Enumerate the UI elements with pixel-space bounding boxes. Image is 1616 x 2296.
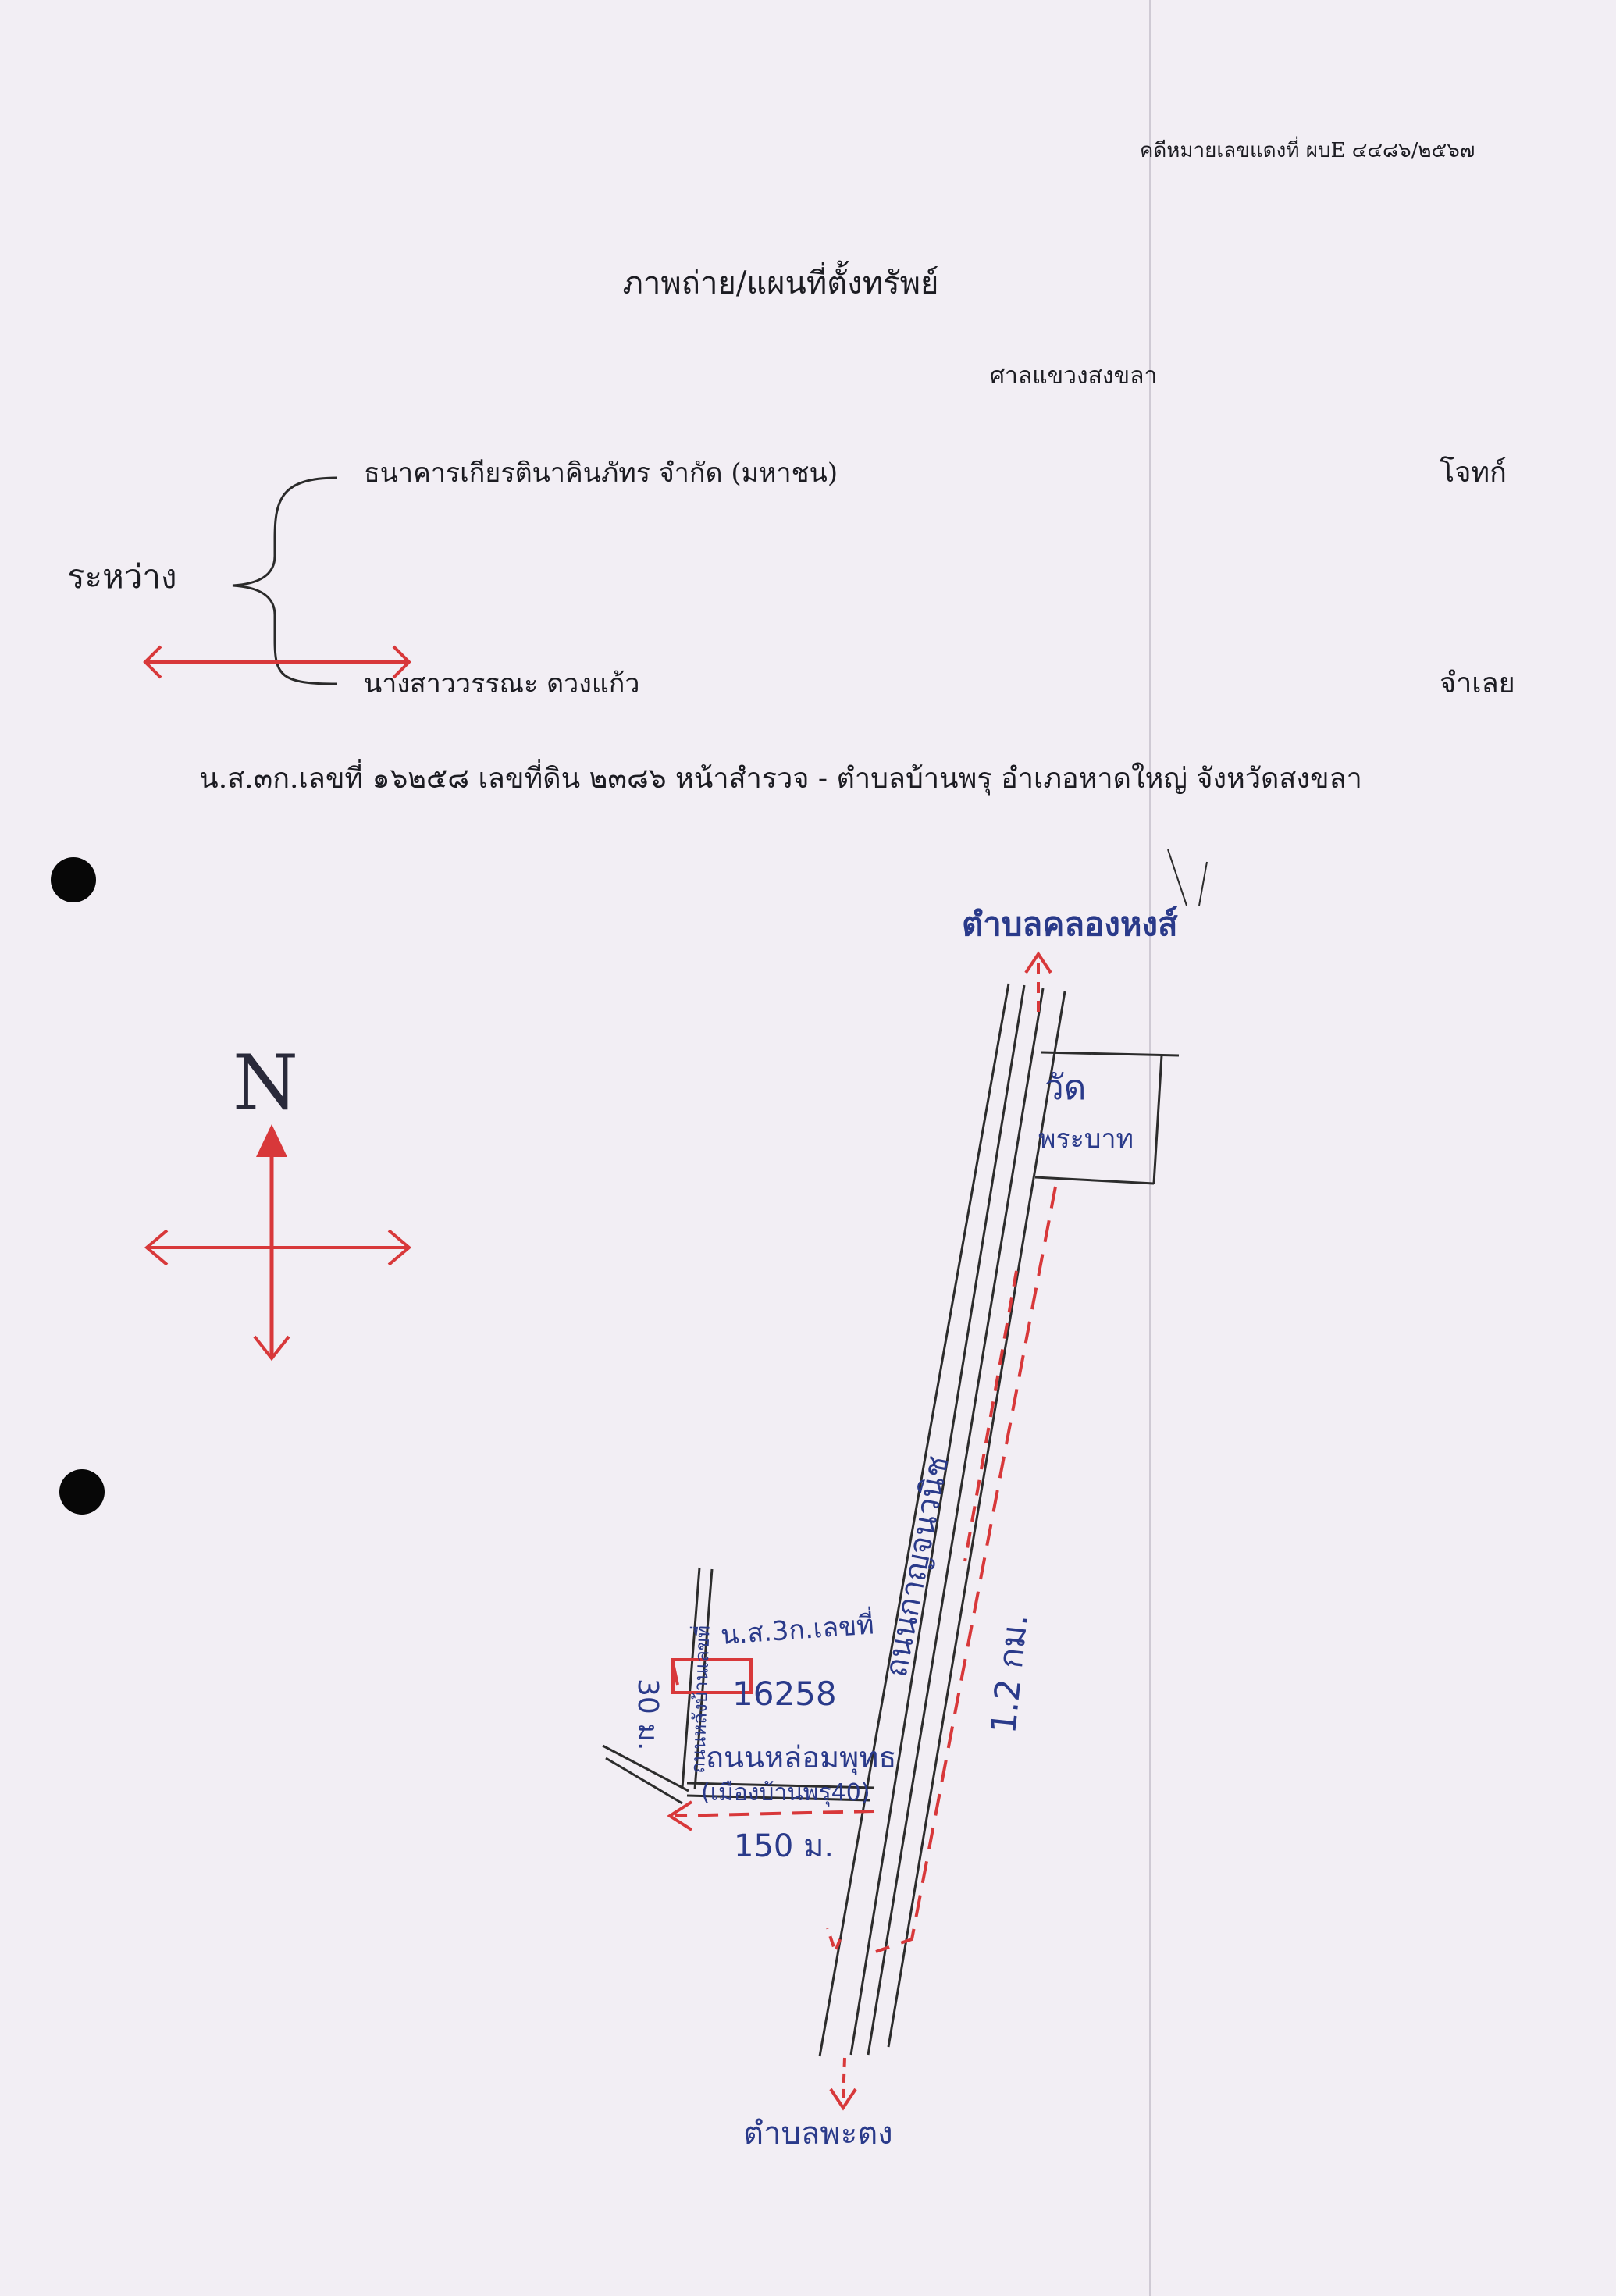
- defendant-role: จำเลย: [1440, 667, 1515, 699]
- parcel-marker: [671, 1658, 753, 1694]
- defendant-name: นางสาววรรณะ ดวงแก้ว: [364, 668, 640, 699]
- temple-label-1: วัด: [1045, 1068, 1086, 1108]
- property-parcel: [602, 1567, 875, 1805]
- temple-building: [1034, 1051, 1180, 1185]
- plaintiff-role: โจทก์: [1440, 457, 1507, 489]
- width-label: 30 ม.: [632, 1678, 664, 1750]
- route-side-arrow-head: [667, 1800, 693, 1831]
- punch-hole-top: [51, 857, 96, 902]
- deed-description: น.ส.๓ก.เลขที่ ๑๖๒๕๘ เลขที่ดิน ๒๓๘๖ หน้าส…: [199, 763, 1362, 795]
- route-dashed-main: [875, 1186, 1057, 1953]
- compass-rose: [143, 645, 411, 1358]
- north-road-arrow-head: [1024, 951, 1052, 974]
- side-road-sub-label: (เมืองบ้านพรุ40): [701, 1779, 870, 1807]
- main-distance-label: 1.2 กม.: [984, 1612, 1036, 1735]
- main-road: [818, 983, 1066, 2057]
- south-destination-label: ตำบลพะตง: [743, 2116, 893, 2152]
- brace-symbol: [232, 476, 338, 685]
- south-arrow-head: [253, 1335, 290, 1362]
- paper-fold-line: [1149, 0, 1151, 2296]
- north-arrow-head: [256, 1124, 287, 1157]
- south-road-arrow-head: [829, 2088, 857, 2111]
- main-road-label: ถนนกาญจนวนิช: [878, 1453, 956, 1680]
- between-label: ระหว่าง: [67, 557, 177, 596]
- route-dashed-short: [671, 1662, 679, 1686]
- punch-hole-bottom: [59, 1469, 105, 1515]
- north-label: N: [233, 1039, 298, 1127]
- side-road-label: ถนนหล่อมพุทธ: [706, 1740, 896, 1775]
- pencil-flick: [1167, 849, 1187, 906]
- road-distance-arrow: [963, 1270, 1018, 1562]
- west-arrow-head: [144, 1229, 169, 1266]
- side-distance-label: 150 ม.: [734, 1828, 834, 1864]
- pencil-flick-2: [1198, 861, 1208, 906]
- north-destination-label: ตำบลคลองหงส์: [962, 905, 1178, 943]
- plaintiff-name: ธนาคารเกียรตินาคินภัทร จำกัด (มหาชน): [364, 457, 838, 489]
- court-name: ศาลแขวงสงขลา: [990, 362, 1158, 390]
- page-title: ภาพถ่าย/แผนที่ตั้งทรัพย์: [622, 265, 939, 301]
- case-number: คดีหมายเลขแดงที่ ผบE ๔๔๘๖/๒๕๖๗: [1140, 139, 1475, 162]
- route-dashed-side: [674, 1810, 875, 1817]
- temple-label-2: พระบาท: [1038, 1123, 1134, 1155]
- route-dashed-inner: [826, 1928, 842, 1956]
- deed-number-label: 16258: [732, 1675, 837, 1713]
- south-road-arrow: [842, 2057, 846, 2101]
- east-arrow-head: [387, 1229, 412, 1266]
- deed-label: น.ส.3ก.เลขที่: [720, 1606, 875, 1651]
